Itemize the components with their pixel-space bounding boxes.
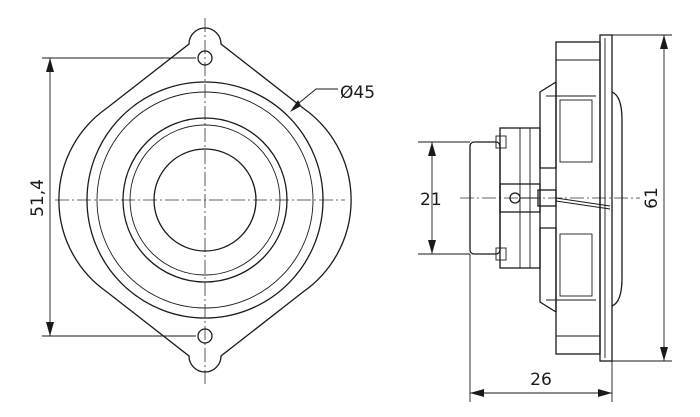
depth-inner-label: 21: [420, 190, 442, 210]
basket-body-top: [539, 81, 557, 169]
height-front-arrow-top: [46, 58, 54, 72]
basket-window-top: [559, 99, 593, 163]
diameter-leader-line: [292, 88, 338, 109]
depth-inner-arrow-top: [428, 142, 436, 156]
terminal-body: [499, 183, 541, 213]
lead-wire-2: [555, 200, 611, 210]
frame-inner-circle: [96, 91, 314, 309]
height-front-label: 51,4: [28, 179, 48, 217]
mounting-hole-top: [197, 50, 213, 66]
front-view: Ø45 51,4: [28, 18, 375, 385]
height-front-arrow-bottom: [46, 322, 54, 336]
diameter-label: Ø45: [340, 83, 375, 103]
width-label: 26: [530, 370, 552, 390]
width-arrow-left: [470, 389, 484, 397]
lead-wire: [555, 197, 611, 207]
cone-circle: [129, 124, 281, 276]
height-side-label: 61: [642, 187, 662, 209]
dust-cap-circle: [153, 148, 257, 252]
basket-body-bottom: [539, 227, 557, 313]
height-side-arrow-bottom: [660, 347, 668, 361]
outer-frame-circle: [86, 81, 324, 319]
width-arrow-right: [598, 389, 612, 397]
mounting-hole-bottom: [197, 328, 213, 344]
magnet-tab-bottom: [495, 247, 507, 261]
surround-circle: [122, 117, 288, 283]
basket-window-bottom: [559, 233, 593, 297]
depth-inner-arrow-bottom: [428, 240, 436, 254]
height-side-arrow-top: [660, 35, 668, 49]
side-view: 21 61 26: [418, 34, 672, 402]
mounting-flange-outline: [58, 27, 352, 373]
surround-bulge: [611, 91, 623, 307]
magnet-tab-top: [495, 135, 507, 149]
diameter-leader-arrow: [290, 100, 301, 112]
